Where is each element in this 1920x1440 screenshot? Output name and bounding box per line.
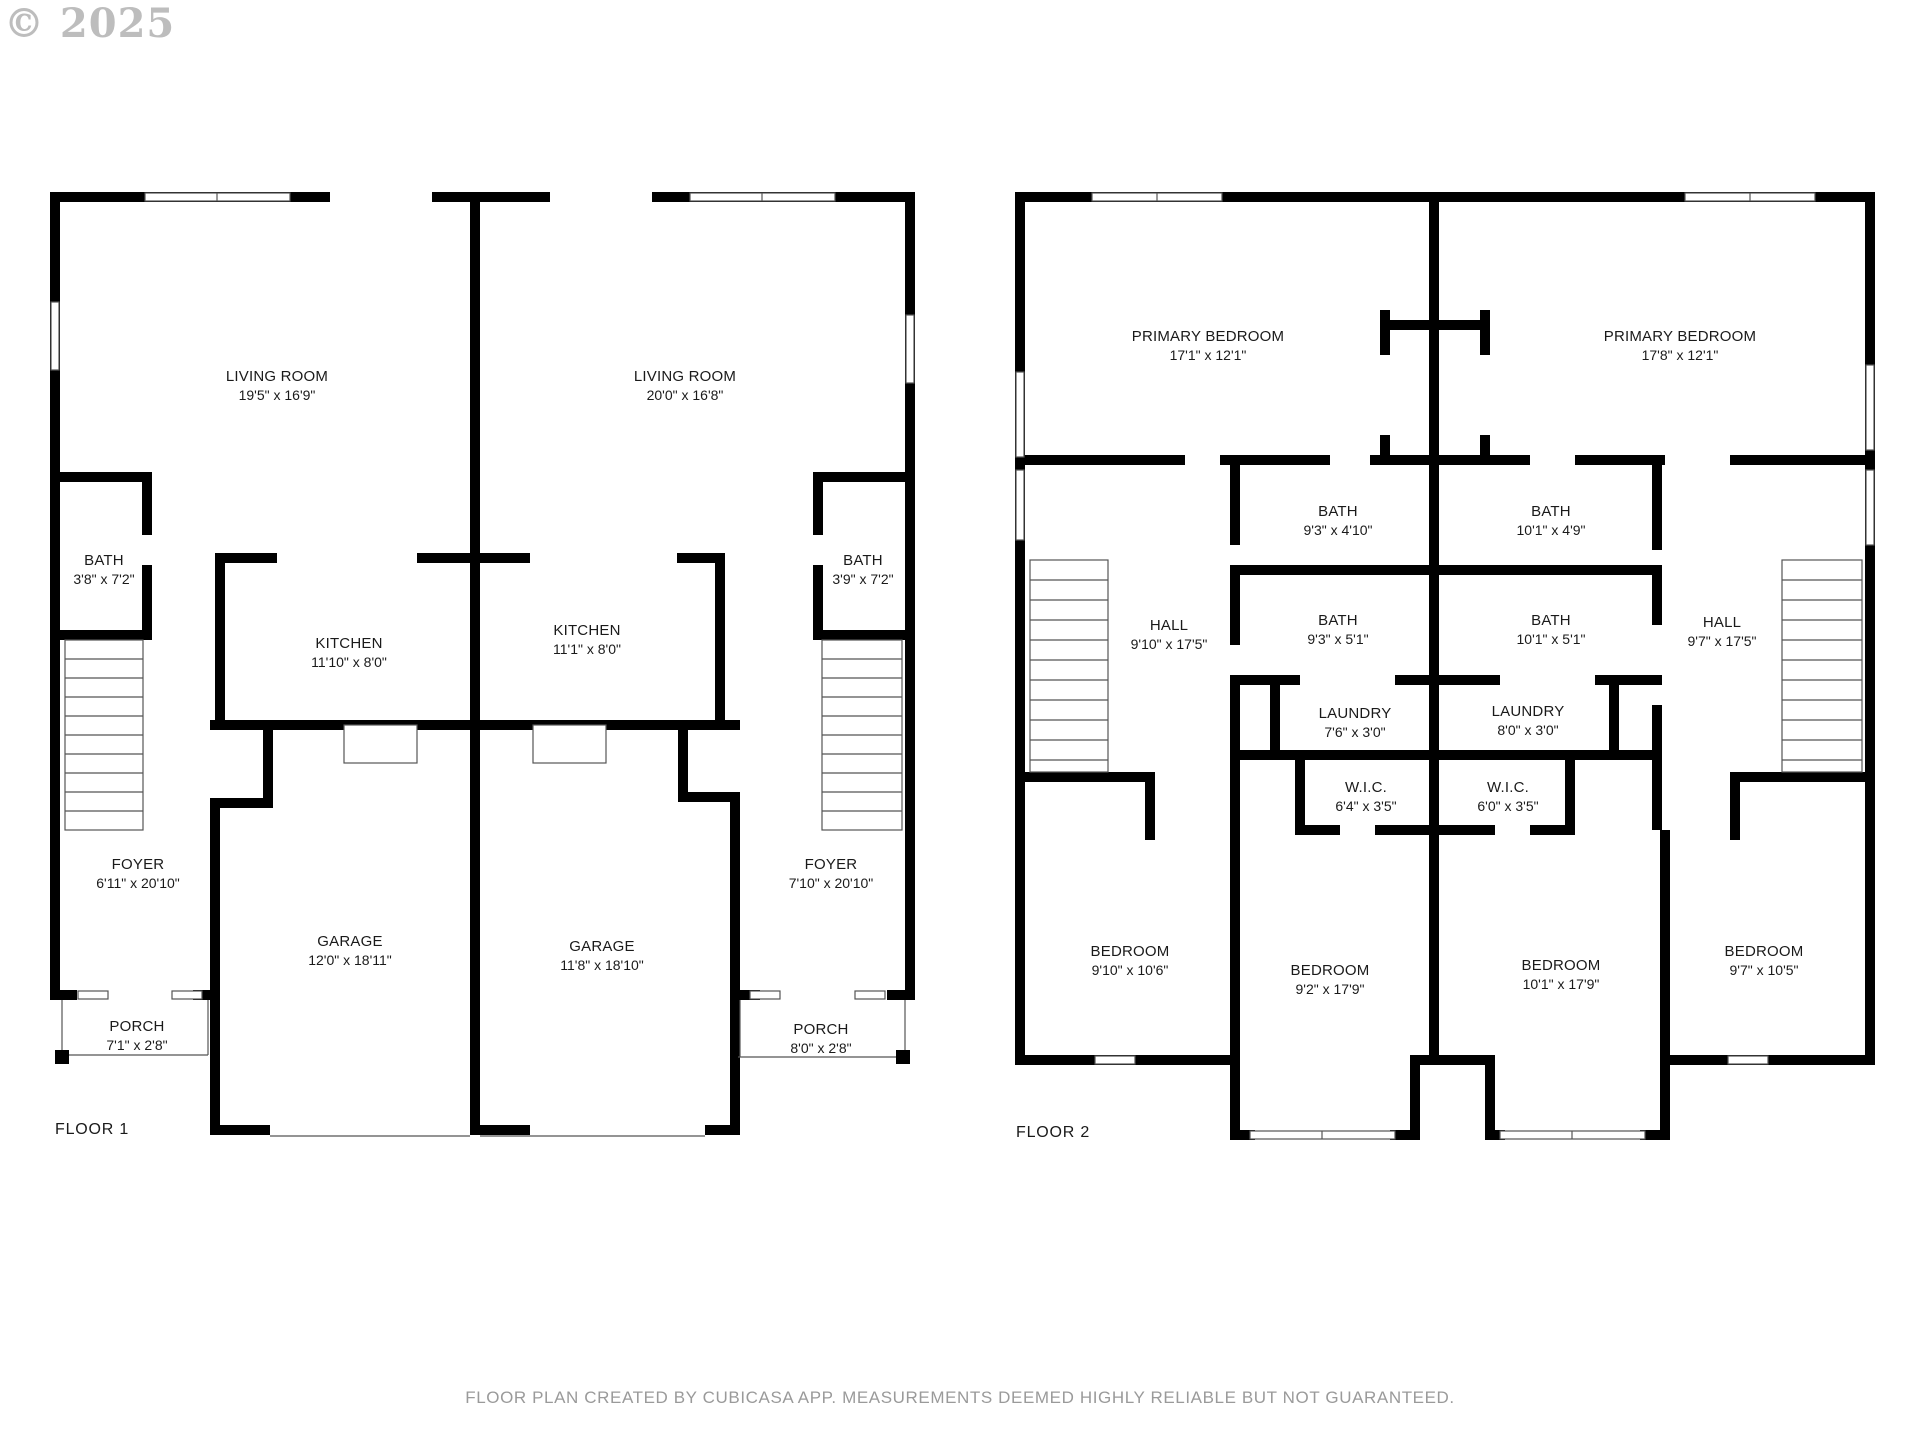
room-dims: 9'10" x 10'6": [1092, 962, 1169, 978]
room-dims: 17'1" x 12'1": [1170, 347, 1247, 363]
room-name: KITCHEN: [315, 635, 382, 652]
room-dims: 10'1" x 4'9": [1517, 522, 1586, 538]
room-name: GARAGE: [317, 933, 382, 950]
room-name: FOYER: [805, 856, 858, 873]
room-dims: 8'0" x 3'0": [1497, 722, 1558, 738]
room-name: PORCH: [793, 1021, 848, 1038]
room-name: KITCHEN: [553, 622, 620, 639]
room-name: BATH: [1531, 612, 1571, 629]
floor-1-plan: [50, 192, 915, 1135]
disclaimer-footer: FLOOR PLAN CREATED BY CUBICASA APP. MEAS…: [465, 1388, 1455, 1407]
room-name: LAUNDRY: [1492, 703, 1565, 720]
room-name: BATH: [843, 552, 883, 569]
room-name: W.I.C.: [1487, 779, 1529, 796]
floor-1-labels: LIVING ROOM 19'5" x 16'9" LIVING ROOM 20…: [55, 368, 894, 1138]
room-name: PRIMARY BEDROOM: [1604, 328, 1756, 345]
room-name: BEDROOM: [1091, 943, 1170, 960]
room-dims: 6'4" x 3'5": [1335, 798, 1396, 814]
room-name: BEDROOM: [1522, 957, 1601, 974]
room-dims: 10'1" x 5'1": [1517, 631, 1586, 647]
room-dims: 9'7" x 10'5": [1730, 962, 1799, 978]
floor-1-fixtures: [50, 192, 915, 1137]
room-dims: 20'0" x 16'8": [647, 387, 724, 403]
room-name: BATH: [1318, 503, 1358, 520]
room-name: LAUNDRY: [1319, 705, 1392, 722]
room-dims: 9'2" x 17'9": [1296, 981, 1365, 997]
room-name: BEDROOM: [1725, 943, 1804, 960]
room-dims: 3'9" x 7'2": [832, 571, 893, 587]
room-name: PORCH: [109, 1018, 164, 1035]
room-dims: 9'3" x 4'10": [1304, 522, 1373, 538]
room-name: PRIMARY BEDROOM: [1132, 328, 1284, 345]
room-name: BATH: [84, 552, 124, 569]
room-dims: 17'8" x 12'1": [1642, 347, 1719, 363]
room-dims: 11'10" x 8'0": [311, 654, 387, 670]
room-dims: 6'11" x 20'10": [96, 875, 180, 891]
room-dims: 9'10" x 17'5": [1131, 636, 1208, 652]
room-dims: 8'0" x 2'8": [790, 1040, 851, 1056]
room-name: BATH: [1531, 503, 1571, 520]
copyright-watermark: © 2025: [4, 0, 176, 47]
room-dims: 19'5" x 16'9": [239, 387, 316, 403]
room-name: HALL: [1150, 617, 1188, 634]
floor-2-fixtures: [1015, 192, 1875, 1140]
room-dims: 7'1" x 2'8": [106, 1037, 167, 1053]
room-name: W.I.C.: [1345, 779, 1387, 796]
room-name: LIVING ROOM: [226, 368, 328, 385]
room-dims: 3'8" x 7'2": [73, 571, 134, 587]
room-dims: 12'0" x 18'11": [308, 952, 392, 968]
room-name: BATH: [1318, 612, 1358, 629]
room-dims: 7'6" x 3'0": [1324, 724, 1385, 740]
room-dims: 11'1" x 8'0": [553, 641, 621, 657]
floor-2-label: FLOOR 2: [1016, 1124, 1090, 1141]
room-dims: 9'3" x 5'1": [1307, 631, 1368, 647]
room-dims: 7'10" x 20'10": [789, 875, 874, 891]
room-name: HALL: [1703, 614, 1741, 631]
room-dims: 10'1" x 17'9": [1523, 976, 1600, 992]
floor-2-plan: [1015, 192, 1875, 1140]
room-name: BEDROOM: [1291, 962, 1370, 979]
room-name: GARAGE: [569, 938, 634, 955]
room-dims: 11'8" x 18'10": [560, 957, 644, 973]
room-name: FOYER: [112, 856, 165, 873]
floor-1-label: FLOOR 1: [55, 1121, 129, 1138]
floor-1-posts: [55, 1050, 910, 1064]
room-dims: 9'7" x 17'5": [1688, 633, 1757, 649]
room-name: LIVING ROOM: [634, 368, 736, 385]
floor-2-labels: PRIMARY BEDROOM 17'1" x 12'1" PRIMARY BE…: [1016, 328, 1803, 1141]
room-dims: 6'0" x 3'5": [1477, 798, 1538, 814]
